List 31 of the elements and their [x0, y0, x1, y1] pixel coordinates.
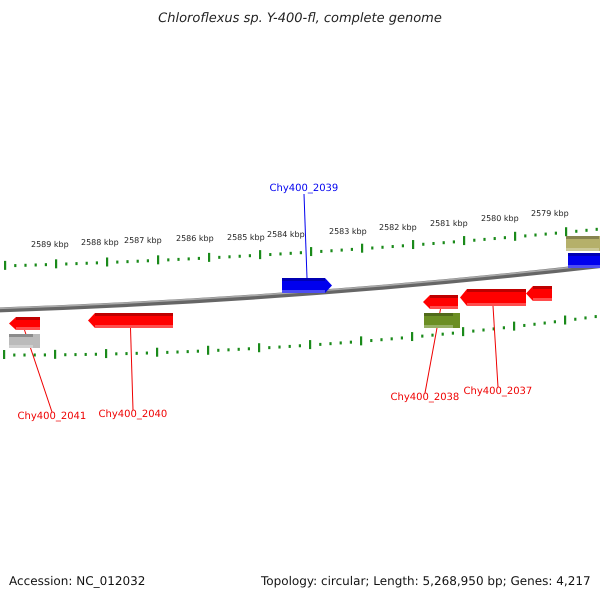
- scale-label: 2580 kbp: [481, 215, 519, 223]
- scale-label: 2588 kbp: [81, 239, 119, 247]
- scale-label: 2584 kbp: [267, 231, 305, 239]
- gene-label: Chy400_2039: [270, 184, 338, 194]
- gene-feature: [9, 317, 40, 330]
- title: Chloroflexus sp. Y-400-fl, complete genome: [157, 12, 443, 25]
- gene-feature: [88, 313, 173, 328]
- leader-line: [304, 194, 308, 278]
- scale-label: 2579 kbp: [531, 210, 569, 218]
- gene-label: Chy400_2037: [464, 387, 532, 397]
- scale-label: 2583 kbp: [329, 228, 367, 236]
- leader-line: [130, 328, 134, 410]
- scale-label: 2582 kbp: [379, 224, 417, 232]
- gene-feature: [423, 295, 458, 309]
- gene-label: Chy400_2041: [18, 412, 86, 422]
- gene-bar: [424, 313, 460, 328]
- scale-label: 2589 kbp: [31, 241, 69, 249]
- leader-line: [492, 306, 498, 388]
- scale-label: 2586 kbp: [176, 235, 214, 243]
- gene-bar: [566, 236, 600, 251]
- scale-label: 2585 kbp: [227, 234, 265, 242]
- gene-bar: [568, 253, 600, 268]
- scale-label: 2581 kbp: [430, 220, 468, 228]
- scale-label: 2587 kbp: [124, 237, 162, 245]
- gene-feature: [526, 286, 552, 301]
- gene-label: Chy400_2038: [390, 393, 460, 403]
- gene-label: Chy400_2040: [98, 410, 168, 420]
- footer-text: Accession: NC_012032: [9, 575, 146, 587]
- gene-bar: [9, 334, 40, 348]
- footer-text: Topology: circular; Length: 5,268,950 bp; Genes: 4,217: [261, 575, 591, 587]
- gene-feature: [282, 278, 332, 293]
